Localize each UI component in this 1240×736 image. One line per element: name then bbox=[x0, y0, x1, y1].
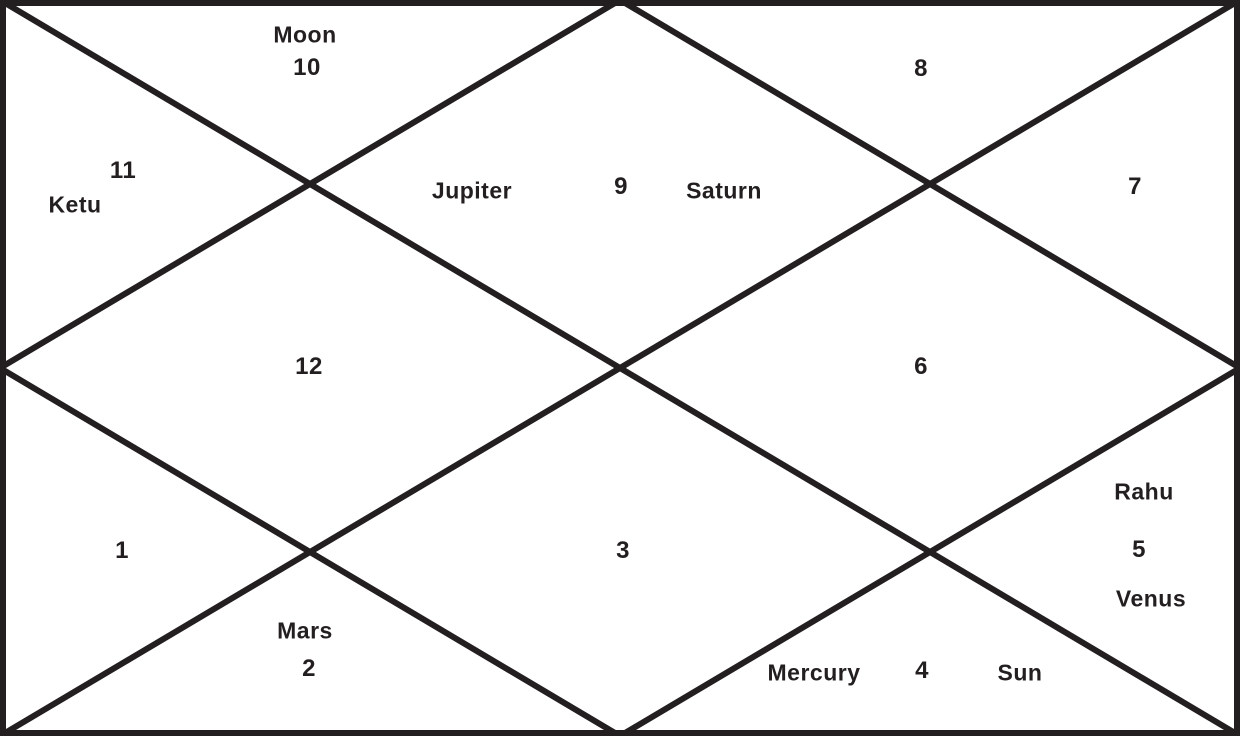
house-1-sign-number: 1 bbox=[115, 537, 129, 564]
house-4-sign-number: 4 bbox=[915, 657, 929, 684]
house-10-sign-number: 10 bbox=[293, 54, 321, 81]
house-11-sign-number: 11 bbox=[109, 157, 137, 184]
planet-rahu-label: Rahu bbox=[1114, 478, 1174, 505]
planet-sun-label: Sun bbox=[997, 659, 1043, 686]
house-8-sign-number: 8 bbox=[914, 55, 928, 82]
planet-saturn-label: Saturn bbox=[686, 177, 762, 204]
house-3-sign-number: 3 bbox=[616, 537, 630, 564]
house-9-sign-number: 9 bbox=[614, 173, 628, 200]
planet-mars-label: Mars bbox=[277, 617, 333, 644]
planet-venus-label: Venus bbox=[1115, 585, 1187, 612]
house-2-sign-number: 2 bbox=[302, 655, 316, 682]
house-6-sign-number: 6 bbox=[914, 353, 928, 380]
planet-mercury-label: Mercury bbox=[767, 659, 861, 686]
planet-ketu-label: Ketu bbox=[48, 191, 102, 218]
house-7-sign-number: 7 bbox=[1128, 173, 1142, 200]
house-5-sign-number: 5 bbox=[1132, 536, 1146, 563]
planet-moon-label: Moon bbox=[273, 21, 337, 48]
house-12-sign-number: 12 bbox=[295, 353, 323, 380]
planet-jupiter-label: Jupiter bbox=[431, 177, 513, 204]
